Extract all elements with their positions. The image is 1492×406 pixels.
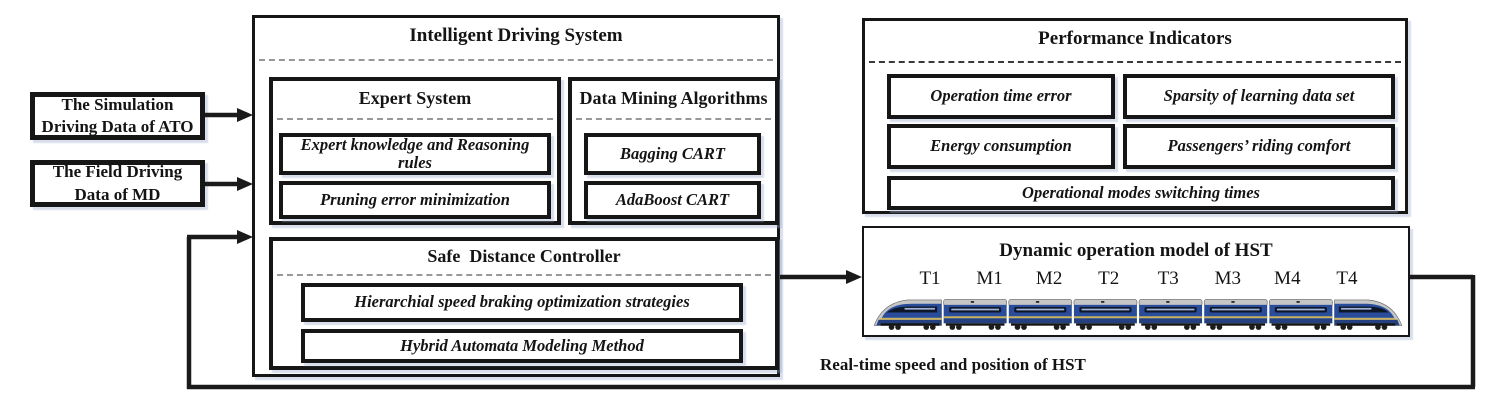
car-label-m2: M2	[1035, 268, 1063, 289]
car-label-m1: M1	[976, 268, 1003, 289]
performance-indicators-title: Performance Indicators	[1038, 28, 1232, 49]
arrowhead-field-to-ids	[237, 177, 253, 191]
feedback-label: Real-time speed and position of HST	[820, 355, 1086, 374]
expert-system-separator	[277, 118, 553, 120]
arrowhead-simulation-to-ids	[237, 108, 253, 122]
sparsity-learning-data-box: Sparsity of learning data set	[1123, 74, 1395, 119]
car-label-m4: M4	[1274, 268, 1301, 289]
performance-indicators-separator	[869, 61, 1401, 63]
car-label-t4: T4	[1336, 268, 1358, 289]
train-illustration	[873, 298, 1403, 331]
input-box-field-data: The Field Driving Data of MD	[30, 160, 205, 207]
train-rear-car	[1334, 299, 1403, 330]
hybrid-automata-box: Hybrid Automata Modeling Method	[301, 329, 743, 363]
expert-system-title: Expert System	[358, 88, 472, 108]
safe-distance-controller-title: Safe Distance Controller	[427, 246, 621, 266]
hst-model-panel: Dynamic operation model of HST T1 M1 M2 …	[862, 226, 1410, 337]
adaboost-cart-box: AdaBoost CART	[584, 181, 761, 219]
car-label-t3: T3	[1157, 268, 1179, 289]
ids-title-separator	[259, 59, 773, 61]
data-mining-separator	[576, 118, 771, 120]
input-box-simulation-label: The Simulation Driving Data of ATO	[41, 94, 194, 136]
car-label-m3: M3	[1214, 268, 1242, 289]
hst-model-title: Dynamic operation model of HST	[999, 240, 1273, 261]
pruning-error-box: Pruning error minimization	[279, 181, 551, 219]
input-box-field-label: The Field Driving Data of MD	[52, 162, 183, 204]
input-box-simulation-data: The Simulation Driving Data of ATO	[30, 92, 205, 140]
arrowhead-feedback-into-ids	[237, 230, 253, 244]
train-car-labels: T1 M1 M2 T2 T3 M3 M4 T4	[915, 268, 1362, 290]
arrowhead-ids-to-hst-model	[846, 270, 862, 284]
modes-switching-box: Operational modes switching times	[887, 176, 1395, 210]
operation-time-error-box: Operation time error	[887, 74, 1115, 119]
performance-indicators-panel: Performance Indicators Operation time er…	[862, 18, 1408, 214]
bagging-cart-box: Bagging CART	[584, 133, 761, 175]
safe-distance-separator	[277, 274, 771, 276]
car-label-t2: T2	[1098, 268, 1120, 289]
intelligent-driving-system-panel: Intelligent Driving System Expert System…	[252, 15, 780, 377]
riding-comfort-box: Passengers’ riding comfort	[1123, 124, 1395, 169]
data-mining-panel: Data Mining Algorithms Bagging CART AdaB…	[568, 77, 779, 225]
data-mining-title: Data Mining Algorithms	[579, 88, 768, 108]
safe-distance-controller-panel: Safe Distance Controller Hierarchial spe…	[269, 237, 779, 370]
expert-knowledge-box: Expert knowledge and Reasoning rules	[279, 133, 551, 175]
hierarchial-strategies-box: Hierarchial speed braking optimization s…	[301, 283, 743, 322]
car-label-t1: T1	[919, 268, 941, 289]
expert-system-panel: Expert System Expert knowledge and Reaso…	[269, 77, 561, 225]
energy-consumption-box: Energy consumption	[887, 124, 1115, 169]
train-front-car	[873, 299, 942, 330]
intelligent-driving-system-title: Intelligent Driving System	[409, 25, 623, 46]
